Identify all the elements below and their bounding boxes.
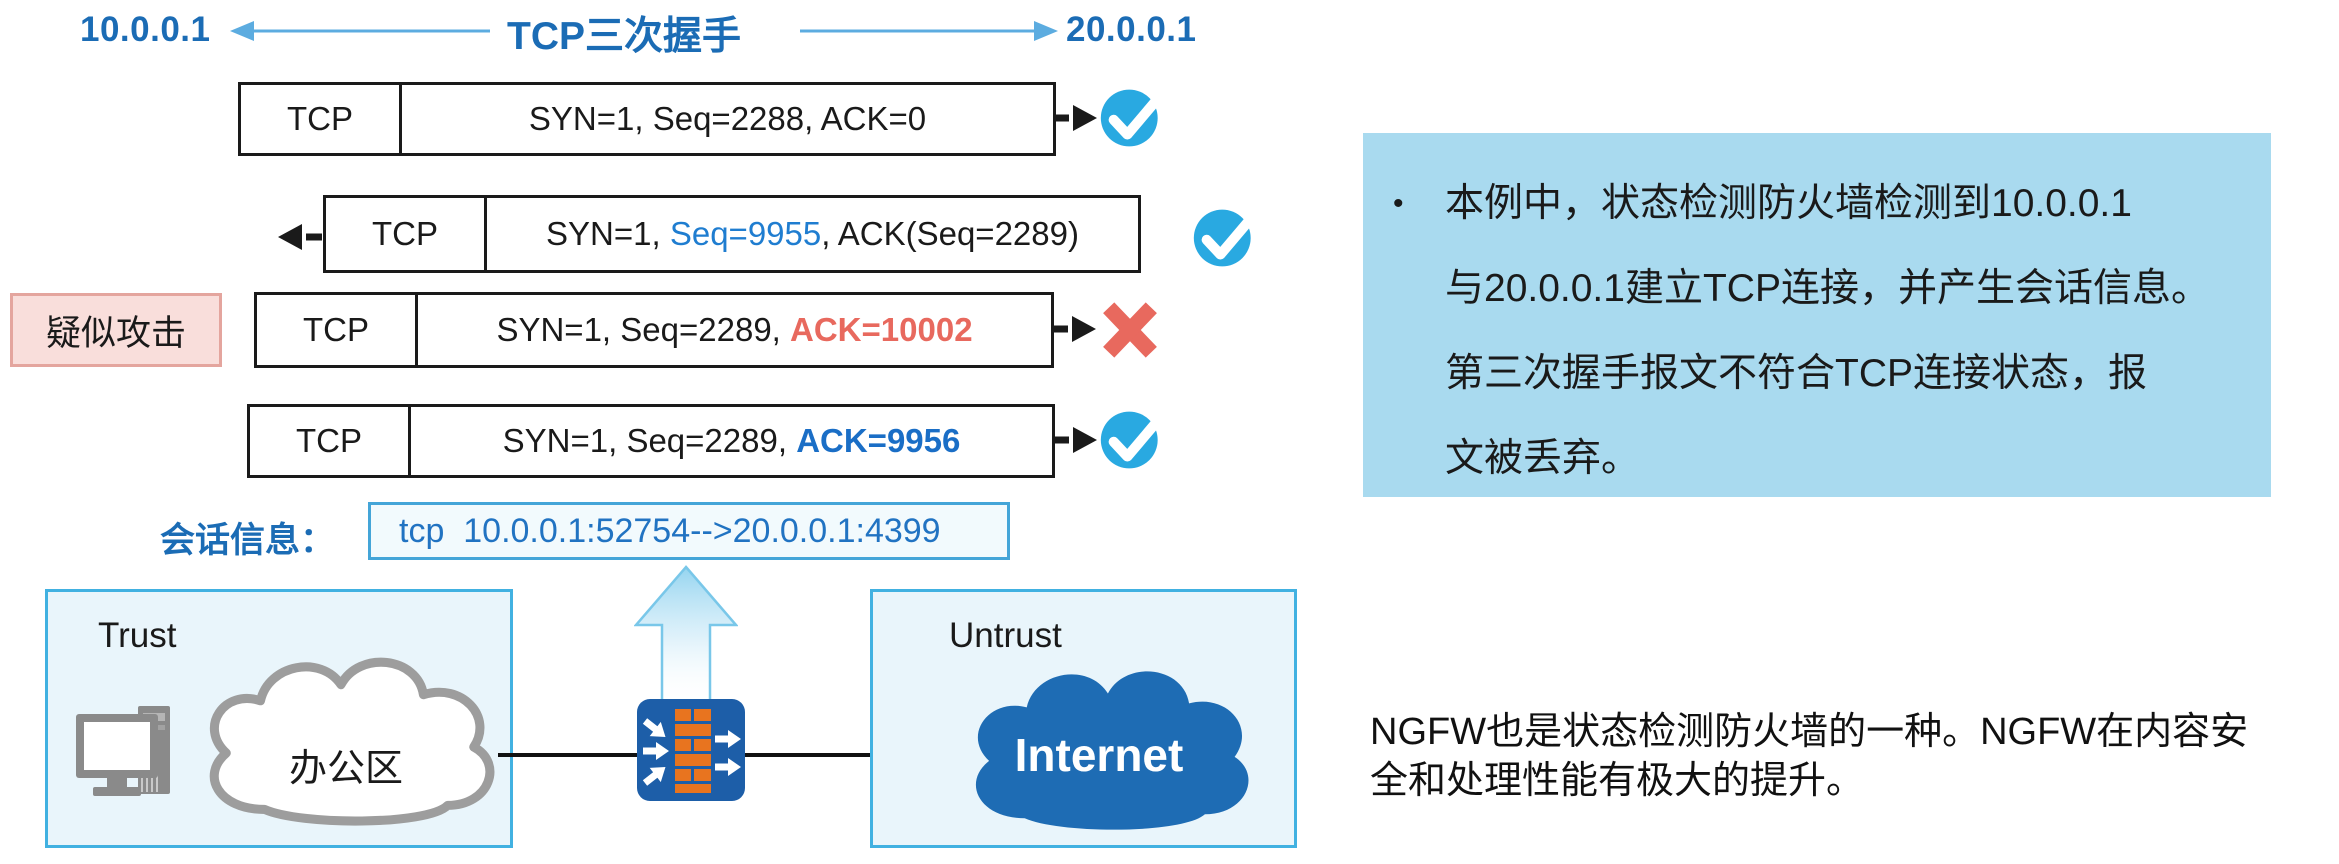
ngfw-note-line: 全和处理性能有极大的提升。 xyxy=(1370,760,1865,802)
explanation-line: 与20.0.0.1建立TCP连接，并产生会话信息。 xyxy=(1445,267,2210,310)
internet-cloud-label: Internet xyxy=(1014,729,1184,781)
packet-row-synack: TCP SYN=1, Seq=9955, ACK(Seq=2289) xyxy=(323,195,1141,273)
check-icon xyxy=(1100,411,1163,469)
untrust-zone-label: Untrust xyxy=(949,616,1062,655)
packet-protocol: TCP xyxy=(257,295,418,365)
arrow-left-icon xyxy=(278,224,322,250)
handshake-left-arrow-icon xyxy=(230,21,490,41)
explanation-line: 本例中，状态检测防火墙检测到10.0.0.1 xyxy=(1445,182,2132,225)
packet-row-syn: TCP SYN=1, Seq=2288, ACK=0 xyxy=(238,82,1056,156)
explanation-line: 文被丢弃。 xyxy=(1445,437,1641,480)
packet-text: SYN=1, Seq=2288, ACK=0 xyxy=(528,100,927,137)
explanation-line: 第三次握手报文不符合TCP连接状态，报 xyxy=(1445,352,2148,395)
session-info-label: 会话信息： xyxy=(160,521,336,560)
packet-ack-invalid: ACK=10002 xyxy=(790,311,973,348)
packet-row-attack: TCP SYN=1, Seq=2289, ACK=10002 xyxy=(254,292,1054,368)
packet-protocol: TCP xyxy=(326,198,487,270)
packet-text: SYN=1, Seq=2289, xyxy=(496,311,791,348)
check-icon xyxy=(1100,89,1163,147)
handshake-right-arrow-icon xyxy=(800,21,1058,41)
ngfw-note-line: NGFW也是状态检测防火墙的一种。NGFW在内容安 xyxy=(1370,711,2249,753)
packet-ack-valid: ACK=9956 xyxy=(796,422,961,459)
bullet-point: • xyxy=(1393,187,1404,220)
explanation-panel: • 本例中，状态检测防火墙检测到10.0.0.1 与20.0.0.1建立TCP连… xyxy=(1363,133,2271,497)
office-cloud-icon xyxy=(209,657,495,826)
handshake-title: TCP三次握手 xyxy=(507,15,742,58)
packet-flags: SYN=1, Seq=2288, ACK=0 xyxy=(402,85,1053,153)
session-info-value: tcp 10.0.0.1:52754-->20.0.0.1:4399 xyxy=(399,511,941,550)
trust-zone-label: Trust xyxy=(98,616,177,655)
packet-text: SYN=1, Seq=2289, xyxy=(502,422,797,459)
ngfw-note: NGFW也是状态检测防火墙的一种。NGFW在内容安 全和处理性能有极大的提升。 xyxy=(1370,708,2320,806)
up-arrow-icon xyxy=(634,565,738,708)
packet-protocol: TCP xyxy=(250,407,411,475)
packet-flags: SYN=1, Seq=2289, ACK=9956 xyxy=(411,407,1052,475)
packet-flags: SYN=1, Seq=9955, ACK(Seq=2289) xyxy=(487,198,1138,270)
link-firewall-untrust xyxy=(744,753,968,757)
packet-row-ack: TCP SYN=1, Seq=2289, ACK=9956 xyxy=(247,404,1055,478)
packet-seq-highlight: Seq=9955 xyxy=(669,215,822,252)
arrow-right-icon xyxy=(1053,427,1097,453)
packet-text: SYN=1, xyxy=(546,215,670,252)
arrow-right-icon xyxy=(1052,316,1096,342)
explanation-text: 本例中，状态检测防火墙检测到10.0.0.1 与20.0.0.1建立TCP连接，… xyxy=(1445,161,2251,501)
firewall-icon xyxy=(637,699,745,801)
packet-protocol: TCP xyxy=(241,85,402,153)
suspected-attack-badge: 疑似攻击 xyxy=(10,293,222,367)
link-trust-firewall xyxy=(498,753,640,757)
packet-text: , ACK(Seq=2289) xyxy=(821,215,1079,252)
check-icon xyxy=(1193,209,1256,267)
cross-icon xyxy=(1103,302,1157,358)
internet-cloud-icon xyxy=(975,671,1249,830)
destination-ip-label: 20.0.0.1 xyxy=(1066,10,1197,49)
source-ip-label: 10.0.0.1 xyxy=(80,10,211,49)
arrow-right-icon xyxy=(1053,105,1097,131)
session-info-box: tcp 10.0.0.1:52754-->20.0.0.1:4399 xyxy=(368,502,1010,560)
computer-icon xyxy=(76,706,170,796)
office-cloud-label: 办公区 xyxy=(288,748,403,790)
packet-flags: SYN=1, Seq=2289, ACK=10002 xyxy=(418,295,1051,365)
